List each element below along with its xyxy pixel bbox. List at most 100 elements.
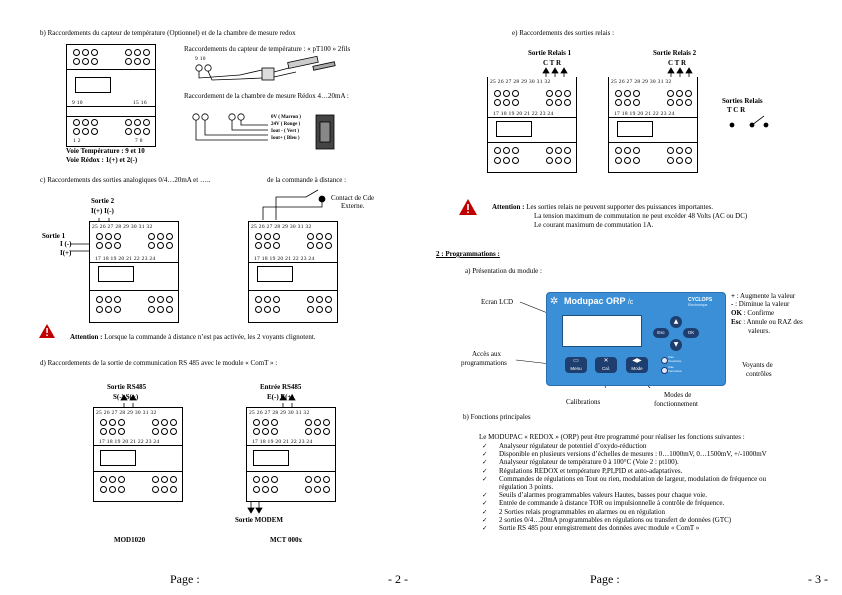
list-item: Entrée de commande à distance TOR ou imp… bbox=[470, 499, 767, 507]
up-button[interactable]: ▲ bbox=[670, 316, 682, 328]
pt100-sensor-wiring bbox=[195, 55, 336, 81]
sortie-rs485-label: Sortie RS485 bbox=[107, 383, 147, 391]
down-button[interactable]: ▼ bbox=[670, 339, 682, 351]
section-c-title: c) Raccordements des sorties analogiques… bbox=[40, 176, 211, 184]
redox-wire-0v: 0V ( Marron ) bbox=[271, 115, 301, 120]
lamp-2-label: Voie Fermeture bbox=[668, 365, 682, 373]
section-c-remote-title: de la commande à distance : bbox=[267, 176, 347, 184]
module-diagram-analog: 25 26 27 28 29 30 31 32 17 18 19 20 21 2… bbox=[89, 221, 179, 323]
key-esc-cont: valeurs. bbox=[748, 327, 770, 335]
list-item: 2 Sorties relais programmables en alarme… bbox=[470, 508, 767, 516]
terminal-labels-9-10: 9 10 bbox=[72, 100, 83, 106]
list-item: Analyseur régulateur de potentiel d’oxyd… bbox=[470, 442, 767, 450]
attention-line-3: Le courant maximum de commutation 1A. bbox=[534, 221, 654, 229]
warning-icon-right bbox=[459, 199, 477, 215]
cal-button[interactable]: ✕Cal. bbox=[595, 357, 617, 373]
page-number-right: - 3 - bbox=[808, 572, 828, 586]
sub-a-title: a) Présentation du module : bbox=[465, 267, 542, 275]
menu-button[interactable]: ▭Menu bbox=[565, 357, 587, 373]
key-minus: - : Diminue la valeur bbox=[731, 300, 790, 308]
key-plus: + : Augmente la valeur bbox=[731, 292, 796, 300]
list-item: Seuils d’alarmes programmables valeurs H… bbox=[470, 491, 767, 499]
contact-label-1: Contact de Cde bbox=[331, 194, 375, 202]
sortie-1-minus: I (-) bbox=[60, 240, 72, 248]
list-item: Sortie RS 485 pour enregistrement des do… bbox=[470, 524, 767, 532]
list-item: Commandes de régulations en Tout ou rien… bbox=[470, 475, 767, 483]
section-d-title: d) Raccordements de la sortie de communi… bbox=[40, 359, 278, 367]
lamp-2-icon bbox=[661, 367, 668, 374]
module-diagram-mct: 25 26 27 28 29 30 31 32 17 18 19 20 21 2… bbox=[246, 407, 336, 502]
temp-sensor-label: Raccordements du capteur de température … bbox=[184, 45, 351, 53]
list-item: 2 sorties 0/4…20mA programmables en régu… bbox=[470, 516, 767, 524]
mct-label: MCT 000x bbox=[270, 536, 302, 544]
attention-note-right: Attention : Les sorties relais ne peuven… bbox=[492, 203, 714, 211]
module-diagram-mod1020: 25 26 27 28 29 30 31 32 17 18 19 20 21 2… bbox=[93, 407, 183, 502]
relais-tcr: T C R bbox=[727, 106, 746, 114]
modes-label-2: fonctionnement bbox=[654, 400, 698, 408]
voyants-label-2: contrôles bbox=[746, 370, 772, 378]
module-diagram-relay-1: 25 26 27 28 29 30 31 32 17 18 19 20 21 2… bbox=[487, 77, 577, 173]
calibrations-label: Calibrations bbox=[566, 398, 601, 406]
tools-icon: ✕ bbox=[603, 358, 609, 364]
contact-label-2: Externe. bbox=[341, 202, 365, 210]
sortie-1-plus: I(+) bbox=[60, 249, 72, 257]
sorties-relais-label: Sorties Relais bbox=[722, 97, 763, 105]
lcd-screen bbox=[562, 315, 642, 347]
attention-note-left: Attention : Lorsque la commande à distan… bbox=[70, 333, 316, 341]
key-esc: Esc : Annule ou RAZ des bbox=[731, 318, 803, 326]
lcd-outline bbox=[75, 77, 111, 93]
relais-1-label: Sortie Relais 1 bbox=[528, 49, 572, 57]
acces-label-1: Accès aux bbox=[472, 350, 501, 358]
redox-wire-iout-plus: Iout+ ( Bleu ) bbox=[271, 136, 300, 141]
book-icon: ▭ bbox=[573, 358, 579, 364]
sortie-1-label: Sortie 1 bbox=[42, 232, 66, 240]
attention-line-2: La tension maximum de commutation ne peu… bbox=[534, 212, 748, 220]
voyants-label-1: Voyants de bbox=[742, 361, 773, 369]
sortie-modem-label: Sortie MODEM bbox=[235, 516, 284, 524]
terminal-block-top-left bbox=[73, 49, 98, 56]
mod1020-label: MOD1020 bbox=[114, 536, 146, 544]
terminal-labels-7-8: 7 8 bbox=[135, 138, 143, 144]
voie-redox: Voie Rédox : 1(+) et 2(-) bbox=[66, 156, 138, 164]
electronique-label: Electronique bbox=[688, 303, 708, 307]
ecran-lcd-label: Ecran LCD bbox=[481, 298, 514, 306]
entree-rs485-label: Entrée RS485 bbox=[260, 383, 302, 391]
remote-command-wiring bbox=[262, 189, 326, 220]
terminal-labels-15-16: 15 16 bbox=[133, 100, 147, 106]
cyclops-brand: CYCLOPS bbox=[688, 297, 713, 303]
redox-wire-iout-minus: Iout - ( Vert ) bbox=[271, 129, 300, 134]
page-label-right: Page : bbox=[590, 572, 620, 586]
device-brand: Modupac ORP /c bbox=[564, 296, 634, 306]
key-ok: OK : Confirme bbox=[731, 309, 775, 317]
functions-intro: Le MODUPAC « REDOX » (ORP) peut être pro… bbox=[479, 433, 745, 441]
modes-label-1: Modes de bbox=[664, 391, 692, 399]
arrows-icon: ◀▶ bbox=[632, 358, 642, 364]
lamp-1-label: Voie Ouverture bbox=[668, 355, 682, 363]
ok-button[interactable]: OK bbox=[683, 328, 699, 338]
sortie-2-pins: I(+) I(-) bbox=[91, 207, 114, 215]
terminal-labels-1-2: 1 2 bbox=[73, 138, 81, 144]
section-b-title: b) Raccordements du capteur de températu… bbox=[40, 29, 296, 37]
snowflake-logo-icon: ✲ bbox=[550, 296, 559, 307]
entree-rs485-pins: E(-) E(+) bbox=[267, 393, 294, 401]
terminal-block-top-right bbox=[125, 49, 150, 56]
redox-chamber-label: Raccordement de la chambre de mesure Réd… bbox=[184, 92, 349, 100]
relais-2-ctr: C T R bbox=[668, 59, 687, 67]
sub-b-title: b) Fonctions principales bbox=[463, 413, 531, 421]
list-item: régulation 3 points. bbox=[499, 483, 554, 492]
lamp-1-icon bbox=[661, 357, 668, 364]
mode-button[interactable]: ◀▶Mode bbox=[626, 357, 648, 373]
module-diagram-redox: 9 10 15 16 1 2 7 8 bbox=[66, 44, 156, 147]
esc-button[interactable]: Esc bbox=[653, 328, 669, 338]
section-e-title: e) Raccordements des sorties relais : bbox=[512, 29, 615, 37]
sensor-pin-labels: 9 10 bbox=[195, 56, 206, 62]
relais-1-ctr: C T R bbox=[543, 59, 562, 67]
warning-icon-left bbox=[39, 324, 55, 338]
sortie-rs485-pins: S(-) S(+) bbox=[113, 393, 139, 401]
relais-2-label: Sortie Relais 2 bbox=[653, 49, 697, 57]
feature-list: Analyseur régulateur de potentiel d’oxyd… bbox=[470, 442, 767, 532]
redox-wire-24v: 24V ( Rouge ) bbox=[271, 122, 301, 127]
sortie-2-label: Sortie 2 bbox=[91, 197, 115, 205]
page-number-left: - 2 - bbox=[388, 572, 408, 586]
list-item: Disponible en plusieurs versions d’échel… bbox=[470, 450, 767, 458]
